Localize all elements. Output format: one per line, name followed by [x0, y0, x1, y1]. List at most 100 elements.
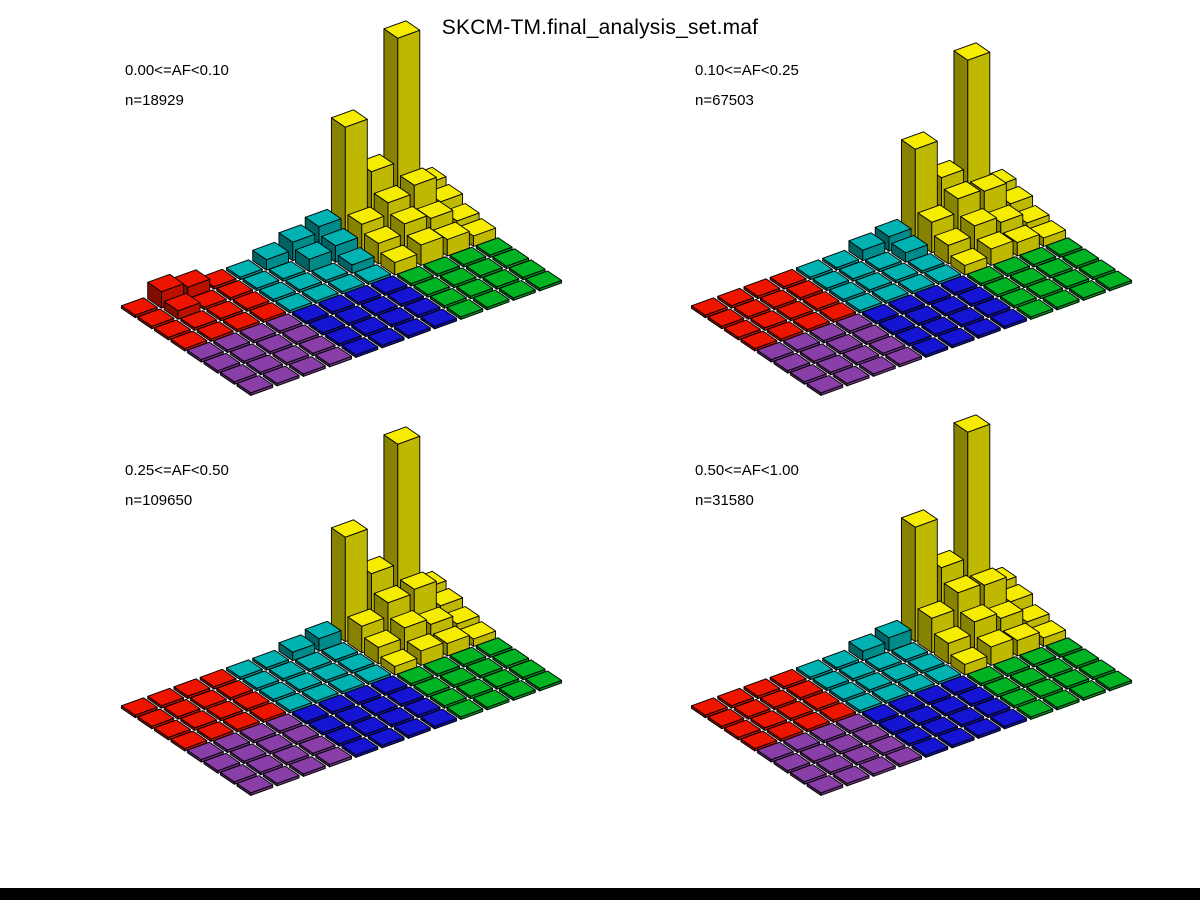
sample-count-label: n=109650: [125, 492, 193, 509]
lego-tile: [1095, 670, 1133, 692]
lego-tile: [367, 727, 405, 749]
panel-af-bin-2: 0.10<=AF<0.25 n=67503: [630, 40, 1170, 425]
lego-tile: [1016, 699, 1054, 720]
lego-tile: [1016, 299, 1054, 320]
lego-plot: [120, 20, 563, 396]
lego-tile: [806, 375, 844, 396]
lego-tile: [1062, 248, 1100, 270]
lego-tile: [759, 289, 797, 311]
lego-tile: [225, 659, 263, 681]
lego-tile: [1068, 680, 1106, 701]
lego-tile: [236, 775, 274, 796]
lego-tile: [940, 675, 978, 697]
lego-tile: [318, 294, 356, 316]
lego-tile: [173, 678, 211, 700]
af-range-label: 0.50<=AF<1.00: [695, 462, 799, 479]
lego-tile: [921, 316, 959, 338]
lego-tile: [930, 295, 968, 317]
lego-tile: [472, 289, 510, 311]
lego-tile: [852, 324, 890, 346]
lego-tile: [707, 308, 745, 330]
lego-tile: [232, 291, 270, 312]
lego-tile: [475, 237, 513, 259]
lego-tile: [423, 656, 461, 678]
lego-bar: [294, 241, 332, 273]
lego-tile: [239, 322, 277, 344]
lego-tile: [498, 280, 536, 301]
lego-tile: [907, 253, 945, 274]
lego-tile: [1042, 689, 1080, 711]
lego-tile: [446, 699, 484, 720]
lego-tile: [268, 260, 306, 282]
lego-tile: [904, 305, 942, 327]
lego-tile: [707, 708, 745, 730]
lego-tile: [285, 672, 323, 693]
lego-tile: [170, 330, 208, 352]
af-range-label: 0.10<=AF<0.25: [695, 62, 799, 79]
lego-tile: [904, 705, 942, 727]
lego-tile: [756, 341, 794, 363]
lego-tile: [940, 275, 978, 297]
lego-tile: [203, 752, 241, 774]
lego-tile: [999, 687, 1037, 709]
lego-bar: [874, 619, 912, 652]
lego-tile: [963, 318, 1001, 339]
lego-tile: [1078, 259, 1116, 281]
lego-tile: [222, 311, 260, 333]
lego-tile: [413, 276, 451, 298]
lego-tile: [482, 668, 520, 690]
lego-tile: [275, 692, 313, 714]
lego-tile: [439, 667, 477, 689]
lego-tile: [855, 672, 893, 693]
lego-tile: [393, 318, 431, 339]
lego-tile: [203, 352, 241, 374]
lego-tile: [947, 706, 985, 728]
sample-count-label: n=67503: [695, 92, 754, 109]
lego-tile: [446, 299, 484, 320]
lego-tile: [344, 684, 382, 706]
lego-tile: [216, 679, 254, 701]
lego-tile: [852, 724, 890, 746]
lego-tile: [498, 680, 536, 701]
lego-tile: [993, 656, 1031, 678]
lego-tile: [377, 706, 415, 728]
lego-tile: [301, 683, 339, 704]
lego-tile: [819, 302, 857, 323]
footer-bar: [0, 888, 1200, 900]
lego-tile: [835, 713, 873, 735]
lego-tile: [199, 668, 237, 690]
lego-tile: [308, 714, 346, 736]
lego-tile: [717, 687, 755, 709]
lego-tile: [845, 692, 883, 714]
lego-tile: [740, 730, 778, 752]
lego-tile: [809, 722, 847, 744]
lego-tile: [351, 716, 389, 738]
lego-tile: [937, 727, 975, 749]
lego-tile: [759, 689, 797, 711]
lego-tile: [914, 284, 952, 306]
lego-tile: [334, 305, 372, 327]
lego-tile: [465, 257, 503, 279]
lego-tile: [387, 286, 425, 308]
lego-tile: [225, 259, 263, 281]
lego-tile: [465, 657, 503, 679]
lego-bar: [406, 633, 444, 666]
lego-tile: [272, 344, 310, 366]
lego-tile: [990, 708, 1028, 730]
lego-tile: [403, 697, 441, 719]
lego-tile: [802, 291, 840, 312]
lego-tile: [816, 754, 854, 776]
lego-tile: [990, 308, 1028, 330]
lego-tile: [393, 718, 431, 739]
lego-tile: [265, 713, 303, 735]
lego-tile: [294, 651, 332, 673]
lego-tile: [792, 711, 830, 733]
lego-tile: [816, 354, 854, 376]
lego-tile: [456, 678, 494, 700]
lego-tile: [894, 725, 932, 747]
lego-tile: [966, 665, 1004, 687]
lego-tile: [255, 333, 293, 355]
lego-tile: [812, 270, 850, 292]
sample-count-label: n=18929: [125, 92, 184, 109]
lego-tile: [891, 641, 929, 663]
